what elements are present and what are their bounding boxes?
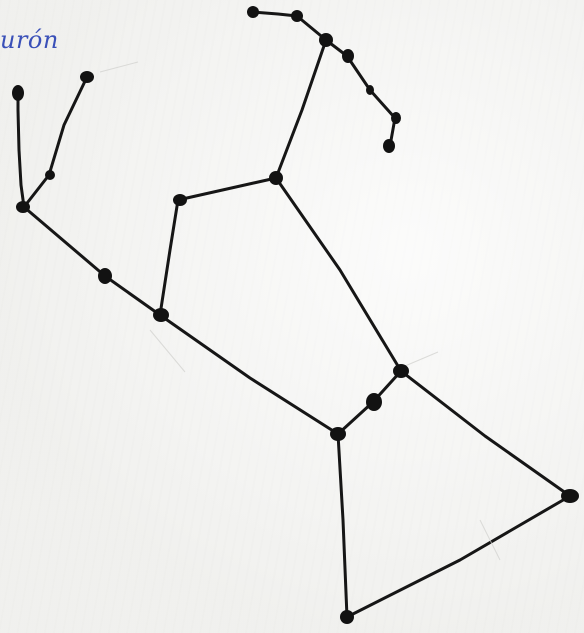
line-shield xyxy=(253,12,395,146)
line-neck xyxy=(276,40,326,178)
star-right-foot xyxy=(561,489,579,503)
line-leg-right xyxy=(401,371,570,496)
star-left-shoulder xyxy=(16,201,30,213)
star-club-mid xyxy=(45,170,55,180)
star-shield-6 xyxy=(391,112,401,124)
smudge-2 xyxy=(150,330,185,372)
star-arm-mid xyxy=(98,268,112,284)
smudge-3 xyxy=(405,352,438,366)
star-right-shoulder xyxy=(393,364,409,378)
star-shield-4 xyxy=(342,49,354,63)
star-belt-right xyxy=(330,427,346,441)
line-club xyxy=(24,77,87,207)
star-shield-7 xyxy=(383,139,395,153)
line-leg-bottom xyxy=(347,496,570,617)
star-left-arm-top xyxy=(12,85,24,101)
star-body-left-top xyxy=(173,194,187,206)
line-body-left xyxy=(160,200,178,315)
star-belt-left xyxy=(153,308,169,322)
line-left-arm-upper xyxy=(18,93,24,207)
constellation-name-label: urón xyxy=(0,26,59,54)
line-belt-diagonal xyxy=(160,315,338,434)
line-body-top xyxy=(178,178,276,200)
constellation-stars xyxy=(12,6,579,624)
line-body-right xyxy=(276,178,401,371)
star-belt-mid xyxy=(366,393,382,411)
star-shield-2 xyxy=(291,10,303,22)
star-shield-5 xyxy=(366,85,374,95)
line-shoulder-left xyxy=(24,207,160,315)
smudge-1 xyxy=(100,62,138,72)
star-body-top-right xyxy=(269,171,283,185)
star-club-top xyxy=(80,71,94,83)
star-left-foot xyxy=(340,610,354,624)
star-shield-1 xyxy=(247,6,259,18)
line-leg-left xyxy=(338,434,347,617)
constellation-lines xyxy=(18,12,570,617)
star-shield-3 xyxy=(319,33,333,47)
